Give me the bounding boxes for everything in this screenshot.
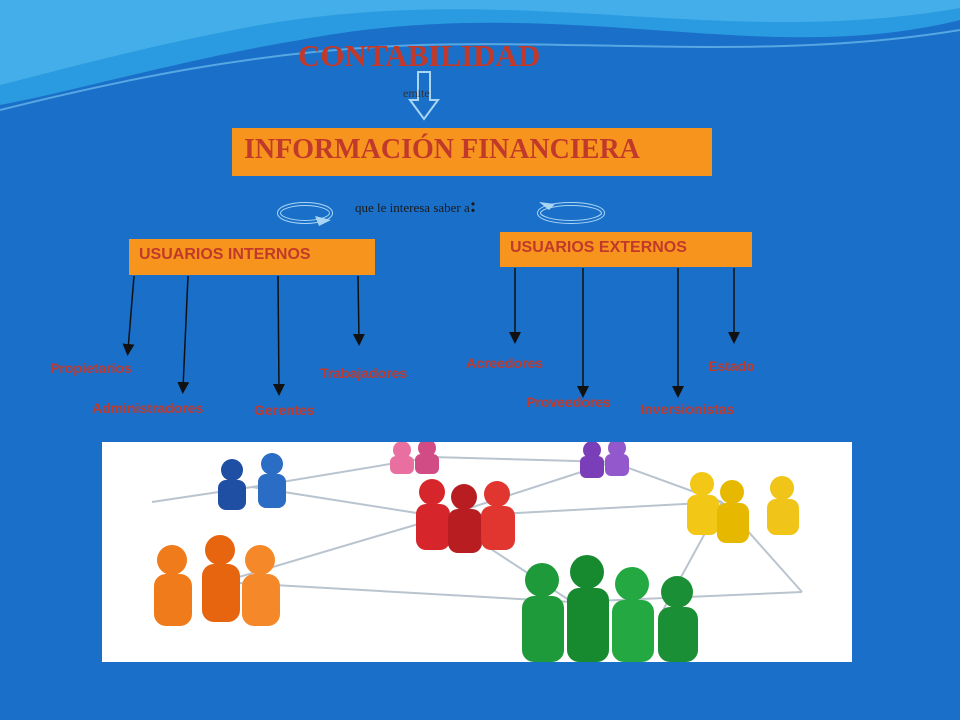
arrow-down-icon — [408, 71, 440, 121]
label-propietarios: Propietarios — [50, 360, 132, 376]
curved-arrow-right-icon — [537, 202, 605, 224]
figure-group-green — [522, 555, 698, 662]
figure-group-yellow — [687, 472, 799, 543]
line-administradores — [177, 275, 190, 394]
interest-text: que le interesa saber a: — [355, 195, 476, 218]
interest-colon: : — [469, 195, 477, 217]
figure-group-pink — [390, 439, 439, 474]
label-inversionistas: Inversionistas — [640, 401, 735, 417]
internal-users-box: USUARIOS INTERNOS — [129, 239, 375, 275]
people-network-image — [102, 439, 852, 662]
line-trabajadores — [352, 275, 365, 346]
line-propietarios — [122, 275, 135, 356]
label-acreedores: Acreedores — [466, 355, 544, 371]
figure-group-purple — [580, 439, 629, 478]
curved-arrow-left-icon — [277, 202, 333, 226]
figure-group-orange — [154, 535, 280, 626]
background-wave — [0, 0, 960, 111]
people-network-icon — [151, 439, 803, 662]
interest-text-body: que le interesa saber a — [355, 200, 470, 215]
info-box: INFORMACIÓN FINANCIERA — [232, 128, 712, 176]
connector-lines — [122, 268, 740, 398]
figure-group-red — [416, 479, 515, 553]
page-title: CONTABILIDAD — [298, 38, 541, 73]
label-administradores: Administradores — [92, 400, 204, 416]
line-gerentes — [272, 275, 285, 396]
figure-group-blue — [218, 453, 286, 510]
label-gerentes: Gerentes — [254, 402, 315, 418]
external-users-box: USUARIOS EXTERNOS — [500, 232, 752, 267]
label-trabajadores: Trabajadores — [320, 365, 408, 381]
emits-label: emite — [403, 86, 430, 100]
label-proveedores: Proveedores — [526, 394, 611, 410]
label-estado: Estado — [708, 358, 755, 374]
